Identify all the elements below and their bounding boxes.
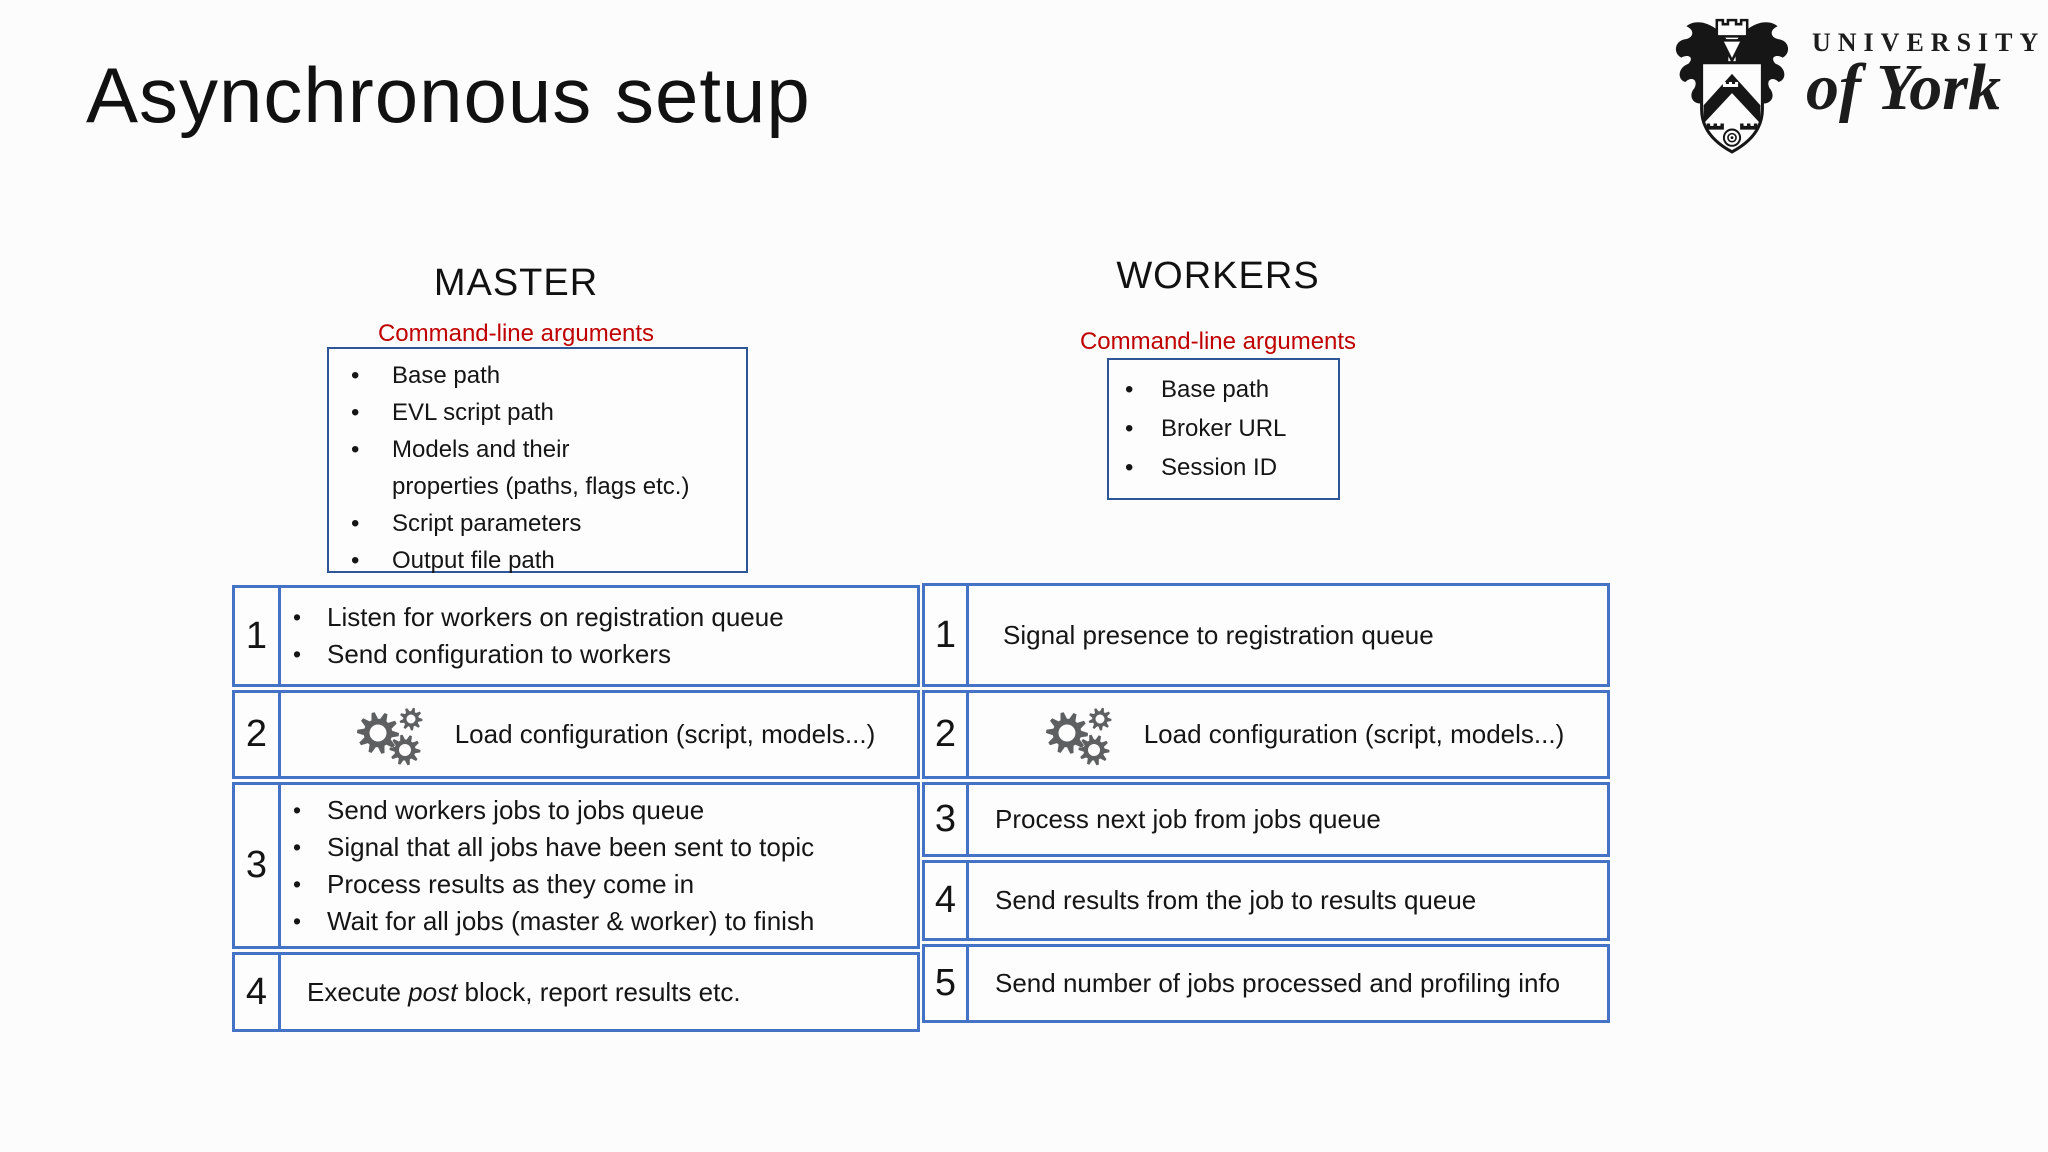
step-number: 4 <box>925 863 969 938</box>
master-args-box: Base path EVL script path Models and the… <box>327 347 748 579</box>
workers-args-list: Base path Broker URL Session ID <box>1109 360 1338 487</box>
step-text: Execute post block, report results etc. <box>307 976 741 1007</box>
workers-args-box: Base path Broker URL Session ID <box>1107 358 1340 500</box>
master-step-row-2: 2 Load configuration (script, models...) <box>232 690 920 779</box>
list-item: EVL script path <box>329 394 742 431</box>
workers-heading: WORKERS <box>1116 255 1320 297</box>
list-item: Broker URL <box>1109 409 1334 448</box>
step-number: 4 <box>235 955 281 1029</box>
list-item: Base path <box>1109 370 1334 409</box>
workers-step-row-1: 1 Signal presence to registration queue <box>922 583 1610 687</box>
step-text: Signal presence to registration queue <box>1003 619 1434 650</box>
list-item: Process results as they come in <box>281 866 917 903</box>
list-item: Listen for workers on registration queue <box>281 599 917 636</box>
list-item: Send configuration to workers <box>281 636 917 673</box>
logo-university-text: UNIVERSITY <box>1812 28 2046 57</box>
workers-step-row-4: 4 Send results from the job to results q… <box>922 860 1610 941</box>
list-item: Signal that all jobs have been sent to t… <box>281 829 917 866</box>
step-number: 5 <box>925 947 969 1020</box>
step-text: Load configuration (script, models...) <box>1143 719 1565 749</box>
master-step-row-1: 1 Listen for workers on registration que… <box>232 585 920 687</box>
step-text: Load configuration (script, models...) <box>454 719 876 749</box>
workers-step-row-3: 3 Process next job from jobs queue <box>922 782 1610 857</box>
master-args-list: Base path EVL script path Models and the… <box>329 349 746 579</box>
list-item: Models and their properties (paths, flag… <box>329 431 742 505</box>
step-number: 1 <box>925 586 969 684</box>
step-number: 2 <box>235 693 281 776</box>
list-item: Script parameters <box>329 505 742 542</box>
workers-args-label: Command-line arguments <box>1079 328 1357 355</box>
step-text: Process next job from jobs queue <box>995 804 1381 834</box>
list-item: Session ID <box>1109 448 1334 487</box>
step-text: Send results from the job to results que… <box>995 885 1477 915</box>
list-item: Base path <box>329 357 742 394</box>
step-number: 1 <box>235 588 281 684</box>
master-args-label: Command-line arguments <box>377 320 655 347</box>
step-number: 3 <box>235 785 281 946</box>
university-crest-icon <box>1675 18 1789 154</box>
step-number: 2 <box>925 693 969 776</box>
university-logo: UNIVERSITY of York <box>1660 6 2040 166</box>
list-item: Wait for all jobs (master & worker) to f… <box>281 903 917 940</box>
list-item: Output file path <box>329 542 742 579</box>
master-step-row-4: 4 Execute post block, report results etc… <box>232 952 920 1032</box>
list-item: Send workers jobs to jobs queue <box>281 792 917 829</box>
page-title: Asynchronous setup <box>86 51 811 139</box>
master-heading: MASTER <box>433 262 599 304</box>
master-step-row-3: 3 Send workers jobs to jobs queue Signal… <box>232 782 920 949</box>
step-number: 3 <box>925 785 969 854</box>
workers-step-row-2: 2 Load configuration (script, models...) <box>922 690 1610 779</box>
gears-icon <box>1045 707 1112 765</box>
step-text: Send number of jobs processed and profil… <box>995 968 1561 998</box>
logo-of-york-text: of York <box>1806 51 2001 124</box>
workers-step-row-5: 5 Send number of jobs processed and prof… <box>922 944 1610 1023</box>
gears-icon <box>356 707 423 765</box>
